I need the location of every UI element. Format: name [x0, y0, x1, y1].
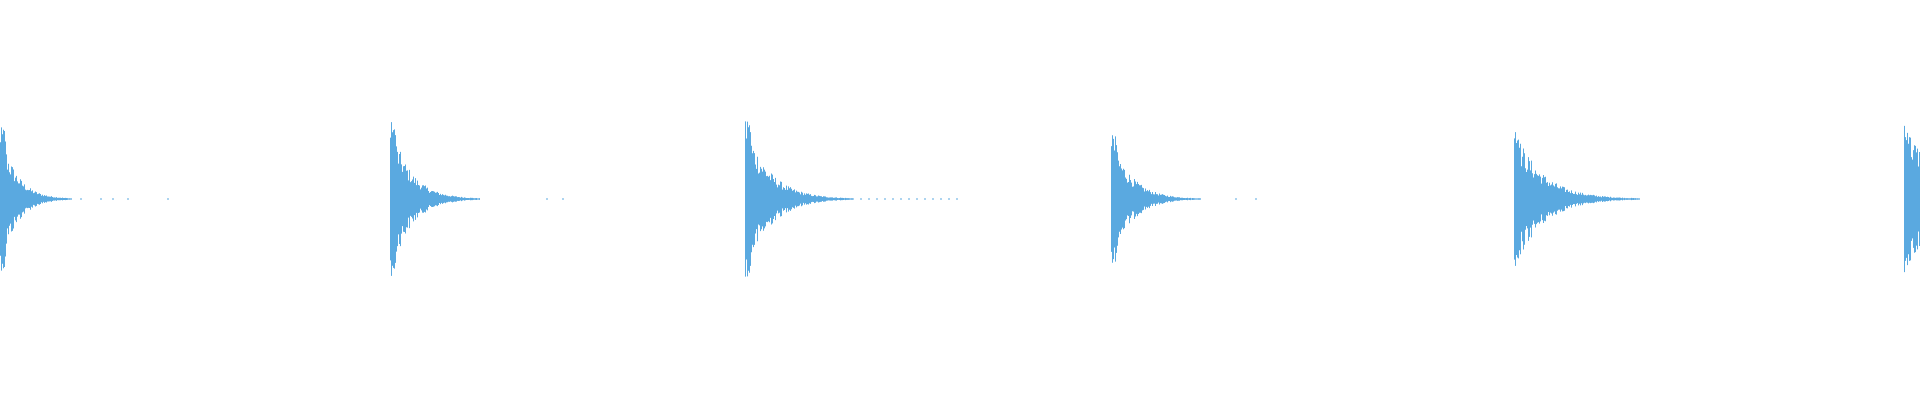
- waveform-layer: [0, 121, 1920, 277]
- burst-2: [390, 122, 564, 276]
- burst-4: [1111, 135, 1257, 263]
- burst-5: [1514, 132, 1640, 266]
- burst-6: [1904, 125, 1920, 273]
- burst-1: [0, 127, 169, 271]
- burst-3: [745, 121, 958, 277]
